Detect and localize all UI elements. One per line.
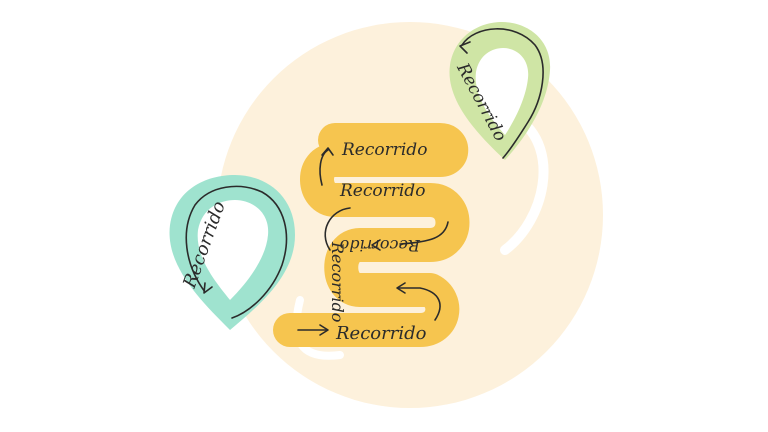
route-label-1: Recorrido [335,323,427,344]
winding-route-icon [273,123,470,347]
route-label-2: Recorrido [328,241,347,322]
white-accent-stroke [500,115,549,255]
route-label-3: Recorrido [340,236,421,255]
green-location-pin: Recorrido [449,22,551,160]
route-label-5: Recorrido [341,140,427,160]
route-label-4: Recorrido [339,181,425,201]
route-arrows [297,147,449,336]
teal-location-pin: Recorrido [169,175,295,330]
